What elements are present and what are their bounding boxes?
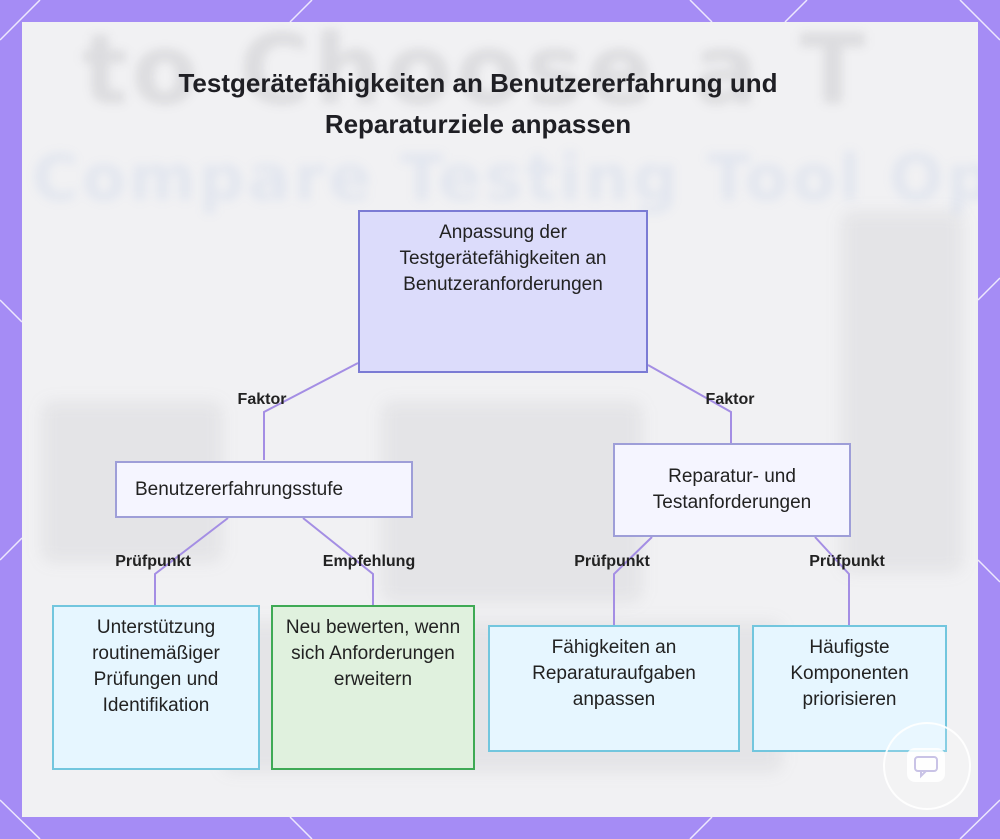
root-node: Anpassung der Testgerätefähigkeiten an B… <box>358 210 648 373</box>
leaf-unterstuetzung-label: Unterstützung routinemäßiger Prüfungen u… <box>92 617 220 716</box>
background-device-right <box>842 212 962 572</box>
connector-left-leaf2 <box>302 517 374 605</box>
leaf-faehigkeiten-anpassen-label: Fähigkeiten an Reparaturaufgaben anpasse… <box>532 637 696 710</box>
leaf-unterstuetzung: Unterstützung routinemäßiger Prüfungen u… <box>52 605 260 770</box>
node-benutzererfahrungsstufe-label: Benutzererfahrungsstufe <box>135 478 344 500</box>
connector-left-leaf1 <box>154 517 229 605</box>
edge-label-left-leaf2: Empfehlung <box>322 553 416 570</box>
edge-label-root-right: Faktor <box>705 391 755 408</box>
chat-badge[interactable] <box>883 722 971 810</box>
node-reparatur-testanforderungen-label: Reparatur- und Testanforderungen <box>652 466 812 513</box>
node-reparatur-testanforderungen: Reparatur- und Testanforderungen <box>613 443 851 537</box>
node-benutzererfahrungsstufe: Benutzererfahrungsstufe <box>115 461 413 518</box>
leaf-neu-bewerten-label: Neu bewerten, wenn sich Anforderungen er… <box>285 617 461 690</box>
edge-label-right-leaf3: Prüfpunkt <box>574 553 650 570</box>
connector-right-leaf3 <box>613 536 653 625</box>
chat-bubble-icon <box>907 748 945 782</box>
connector-right-leaf4 <box>814 536 850 625</box>
diagram-title: Testgerätefähigkeiten an Benutzererfahru… <box>178 68 778 139</box>
root-node-label: Anpassung der Testgerätefähigkeiten an B… <box>399 222 607 295</box>
leaf-faehigkeiten-anpassen: Fähigkeiten an Reparaturaufgaben anpasse… <box>488 625 740 752</box>
connector-root-left <box>263 362 359 460</box>
background-device-center <box>382 402 642 602</box>
leaf-komponenten-priorisieren: Häufigste Komponenten priorisieren <box>752 625 947 752</box>
edge-label-root-left: Faktor <box>237 391 287 408</box>
leaf-komponenten-priorisieren-label: Häufigste Komponenten priorisieren <box>790 637 909 710</box>
leaf-neu-bewerten: Neu bewerten, wenn sich Anforderungen er… <box>271 605 475 770</box>
connector-root-right <box>647 364 732 443</box>
edge-label-right-leaf4: Prüfpunkt <box>809 553 885 570</box>
edge-label-left-leaf1: Prüfpunkt <box>115 553 191 570</box>
